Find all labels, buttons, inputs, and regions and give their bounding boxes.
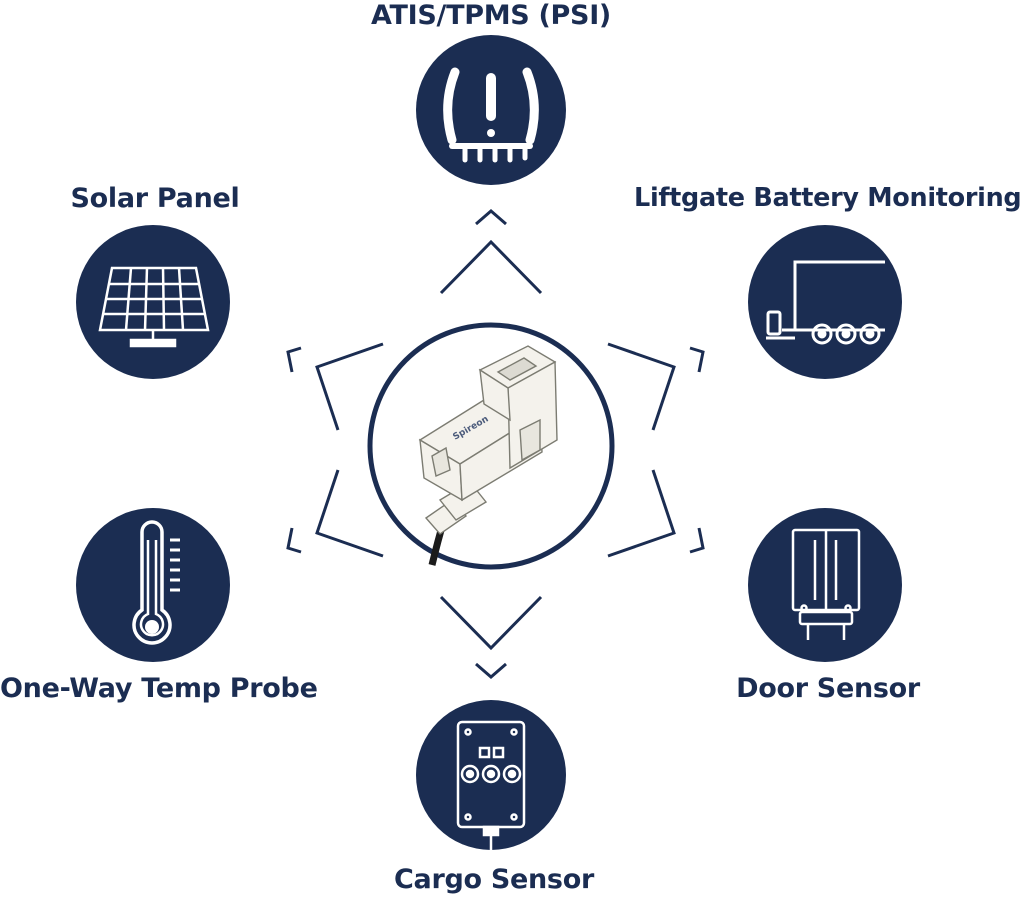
temp-circle (76, 508, 230, 662)
trailer-rear-doors-icon (791, 528, 861, 640)
thermometer-icon (132, 520, 180, 645)
connector-chevrons (286, 209, 705, 679)
liftgate-circle (748, 225, 902, 379)
tpms-label: ATIS/TPMS (PSI) (371, 0, 611, 31)
tire-pressure-warning-icon (443, 67, 539, 163)
solar-circle (76, 225, 230, 379)
liftgate-label: Liftgate Battery Monitoring (634, 183, 1022, 213)
cargo-label: Cargo Sensor (394, 864, 594, 895)
tracking-device-image (418, 345, 558, 566)
door-label: Door Sensor (736, 673, 920, 704)
trailer-truck-icon (766, 260, 885, 345)
solar-panel-icon (98, 266, 210, 348)
solar-label: Solar Panel (70, 183, 240, 214)
center-device: Spireon (367, 322, 615, 570)
cargo-sensor-icon (456, 720, 526, 850)
temp-label: One-Way Temp Probe (0, 673, 318, 704)
